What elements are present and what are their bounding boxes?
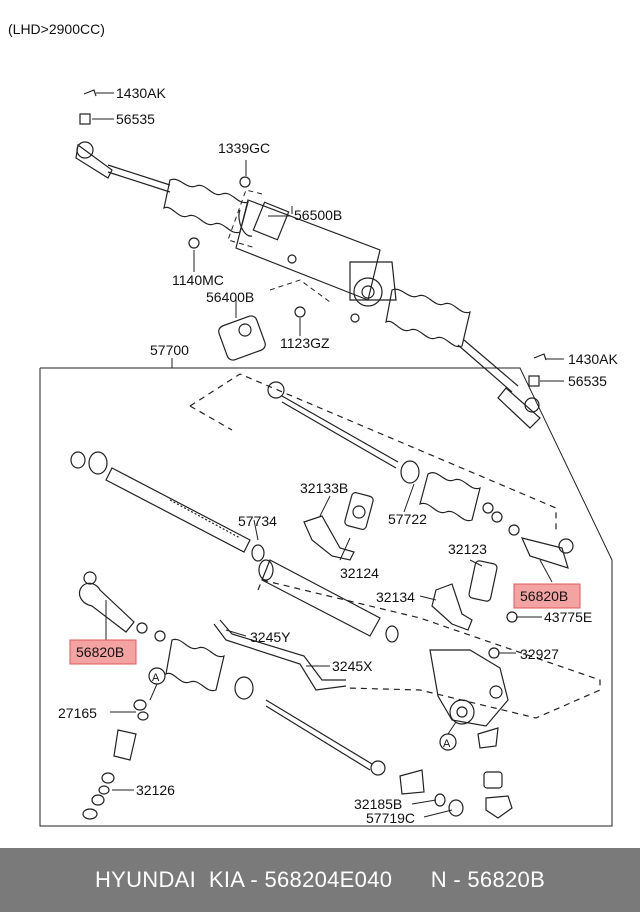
label-32123: 32123 [448,541,487,557]
label-1339gc: 1339GC [218,140,270,156]
footer-bar: HYUNDAI KIA - 568204E040 N - 56820B [0,848,640,912]
label-56820b-right: 56820B [520,588,568,604]
label-32134: 32134 [376,589,415,605]
footer-part-number: N - 56820B [430,867,546,892]
label-43775e: 43775E [544,609,592,625]
label-32126: 32126 [136,782,175,798]
callout-a-left: A [152,672,160,684]
label-56400b: 56400B [206,289,254,305]
label-32124: 32124 [340,565,379,581]
label-1430ak-top: 1430AK [116,85,166,101]
assembly-frame [39,367,613,827]
label-3245y: 3245Y [250,629,291,645]
label-32133b: 32133B [300,480,348,496]
footer-spacer [392,867,430,893]
exploded-parts [70,373,601,820]
footer-brand: HYUNDAI KIA - 568204E040 [94,867,393,892]
label-57722: 57722 [388,511,427,527]
label-56820b-left: 56820B [76,644,124,660]
label-3245x: 3245X [332,658,373,674]
label-56500b: 56500B [294,207,342,223]
label-57719c: 57719C [366,810,415,826]
label-57700: 57700 [150,342,189,358]
highlight-box-right [513,583,581,609]
callout-a-right: A [443,738,451,750]
label-32927: 32927 [520,646,559,662]
steering-gear-assembly [75,89,547,429]
label-56535-right: 56535 [568,373,607,389]
parts-diagram: (LHD>2900CC) [8,21,618,827]
label-56535-top: 56535 [116,111,155,127]
label-1430ak-right: 1430AK [568,351,618,367]
label-57734: 57734 [238,513,277,529]
label-32185b: 32185B [354,796,402,812]
leader-lines [92,92,564,382]
label-1140mc: 1140MC [172,272,224,288]
label-27165: 27165 [58,705,97,721]
label-1123gz: 1123GZ [280,335,330,351]
highlight-box-left [69,639,137,665]
header-note: (LHD>2900CC) [8,21,105,37]
